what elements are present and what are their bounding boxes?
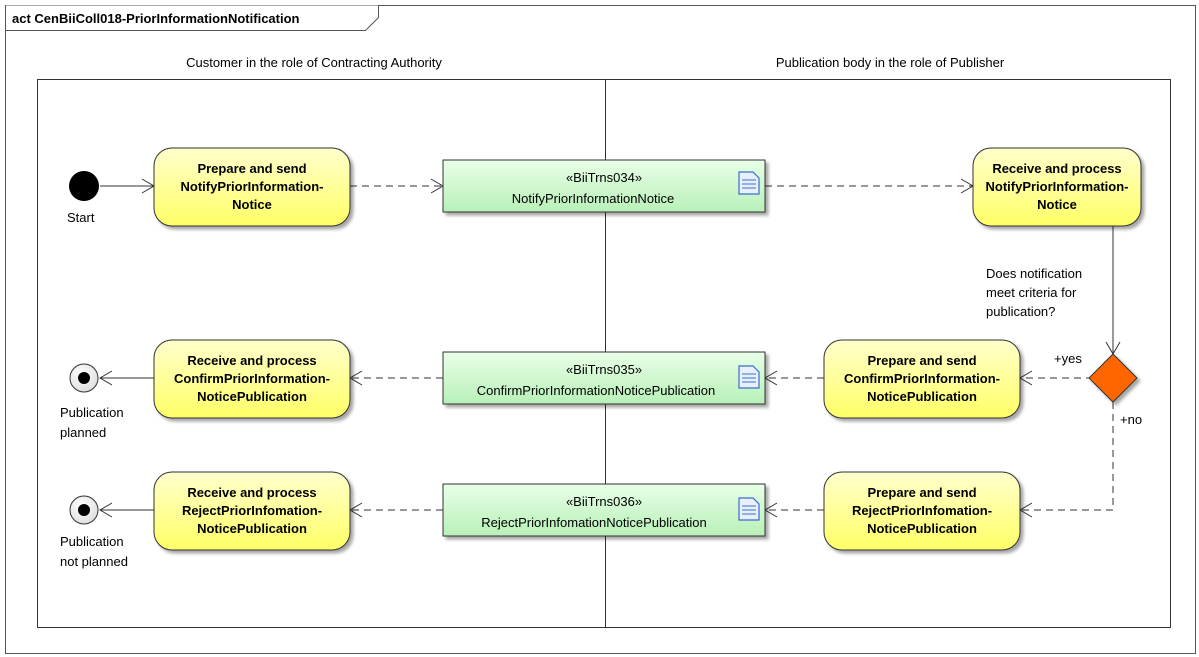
decision-no-label: +no	[1120, 412, 1142, 427]
activity-receive-notify: Receive and process NotifyPriorInformati…	[972, 147, 1142, 227]
end-not-planned-label-line2: not planned	[60, 554, 128, 569]
activity-label-line: NotifyPriorInformation-	[986, 179, 1129, 194]
activity-label-line: NoticePublication	[867, 521, 977, 536]
lane-right-title: Publication body in the role of Publishe…	[776, 55, 1005, 70]
frame-title: act CenBiiColl018-PriorInformationNotifi…	[12, 11, 300, 26]
arrowhead	[99, 502, 113, 518]
document-icon	[738, 365, 760, 389]
decision-question-line: meet criteria for	[986, 285, 1077, 300]
decision-question-line: publication?	[986, 304, 1055, 319]
object-stereotype: «BiiTrns035»	[566, 362, 642, 377]
decision-question-line: Does notification	[986, 266, 1082, 281]
activity-receive-confirm: Receive and process ConfirmPriorInformat…	[153, 339, 351, 419]
end-not-planned-label-line1: Publication	[60, 534, 124, 549]
activity-label-line: ConfirmPriorInformation-	[844, 371, 1000, 386]
decision-node	[1088, 353, 1138, 403]
activity-label-line: Receive and process	[992, 161, 1121, 176]
activity-label-line: Receive and process	[187, 485, 316, 500]
activity-label-line: NoticePublication	[197, 389, 307, 404]
object-stereotype: «BiiTrns034»	[566, 170, 642, 185]
document-icon	[738, 171, 760, 195]
arrowhead	[99, 370, 113, 386]
activity-label-line: ConfirmPriorInformation-	[174, 371, 330, 386]
activity-label-line: Notice	[232, 197, 272, 212]
activity-label-line: Prepare and send	[867, 485, 976, 500]
swimlane-partition	[37, 79, 1171, 628]
diagram-frame	[5, 5, 1196, 654]
activity-prepare-reject: Prepare and send RejectPriorInfomation- …	[823, 471, 1021, 551]
activity-label-line: Prepare and send	[867, 353, 976, 368]
activity-prepare-notify: Prepare and send NotifyPriorInformation-…	[153, 147, 351, 227]
object-stereotype: «BiiTrns036»	[566, 494, 642, 509]
object-name: RejectPriorInfomationNoticePublication	[481, 515, 706, 530]
flow-decision-no	[1020, 402, 1114, 511]
lane-left-title: Customer in the role of Contracting Auth…	[186, 55, 442, 70]
activity-label-line: RejectPriorInfomation-	[852, 503, 992, 518]
object-trns036: «BiiTrns036» RejectPriorInfomationNotice…	[442, 483, 766, 537]
object-trns035: «BiiTrns035» ConfirmPriorInformationNoti…	[442, 351, 766, 405]
activity-label-line: Receive and process	[187, 353, 316, 368]
decision-yes-label: +yes	[1054, 351, 1082, 366]
activity-label-line: RejectPriorInfomation-	[182, 503, 322, 518]
activity-prepare-confirm: Prepare and send ConfirmPriorInformation…	[823, 339, 1021, 419]
activity-label-line: Prepare and send	[197, 161, 306, 176]
end-planned-label-line2: planned	[60, 425, 106, 440]
activity-receive-reject: Receive and process RejectPriorInfomatio…	[153, 471, 351, 551]
activity-label-line: NotifyPriorInformation-	[181, 179, 324, 194]
start-label: Start	[67, 210, 95, 225]
frame-title-tab	[5, 5, 379, 31]
document-icon	[738, 497, 760, 521]
activity-label-line: NoticePublication	[197, 521, 307, 536]
activity-label-line: NoticePublication	[867, 389, 977, 404]
start-node	[69, 171, 99, 201]
end-planned-label-line1: Publication	[60, 405, 124, 420]
activity-label-line: Notice	[1037, 197, 1077, 212]
end-node-not-planned	[69, 495, 99, 525]
object-name: ConfirmPriorInformationNoticePublication	[477, 383, 715, 398]
end-node-planned	[69, 363, 99, 393]
object-name: NotifyPriorInformationNotice	[512, 191, 675, 206]
object-trns034: «BiiTrns034» NotifyPriorInformationNotic…	[442, 159, 766, 213]
